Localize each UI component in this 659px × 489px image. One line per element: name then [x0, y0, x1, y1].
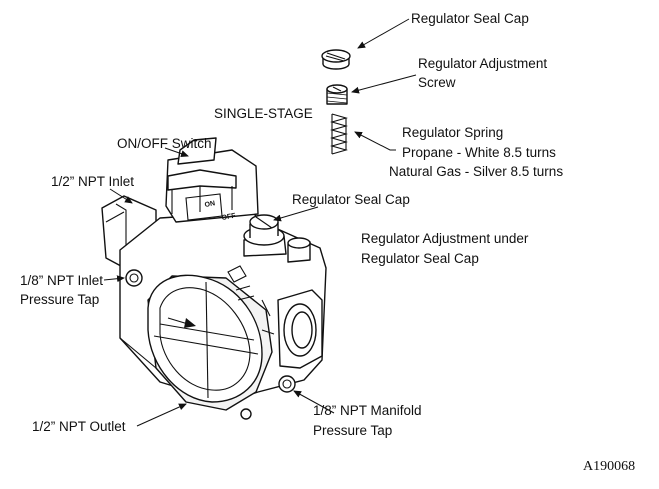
switch-off-text: OFF — [221, 213, 237, 222]
label-manifold-tap-line1: 1/8” NPT Manifold — [313, 403, 422, 418]
label-npt-outlet: 1/2” NPT Outlet — [32, 419, 126, 434]
label-propane: Propane - White 8.5 turns — [402, 145, 556, 160]
exploded-seal-cap — [321, 49, 351, 70]
label-inlet-pressure-tap-line1: 1/8” NPT Inlet — [20, 273, 103, 288]
label-regulator-seal-cap-top: Regulator Seal Cap — [411, 11, 529, 26]
label-natural-gas: Natural Gas - Silver 8.5 turns — [389, 164, 563, 179]
figure-code: A190068 — [583, 459, 635, 474]
label-adjustment-under-line1: Regulator Adjustment under — [361, 231, 529, 246]
label-single-stage: SINGLE-STAGE — [214, 106, 313, 121]
exploded-adjustment-screw — [326, 84, 348, 105]
label-adjustment-under-line2: Regulator Seal Cap — [361, 251, 479, 266]
label-adjustment-screw-line2: Screw — [418, 75, 456, 90]
label-regulator-spring: Regulator Spring — [402, 125, 503, 140]
label-manifold-tap-line2: Pressure Tap — [313, 423, 392, 438]
label-regulator-seal-cap-valve: Regulator Seal Cap — [292, 192, 410, 207]
leader-lines — [103, 18, 417, 427]
label-adjustment-screw-line1: Regulator Adjustment — [418, 56, 547, 71]
label-npt-inlet: 1/2” NPT Inlet — [51, 174, 134, 189]
label-on-off-switch: ON/OFF Switch — [117, 136, 212, 151]
exploded-regulator-spring — [329, 113, 349, 155]
switch-on-text: ON — [204, 200, 216, 209]
gas-valve-body — [101, 137, 327, 420]
label-inlet-pressure-tap-line2: Pressure Tap — [20, 292, 99, 307]
